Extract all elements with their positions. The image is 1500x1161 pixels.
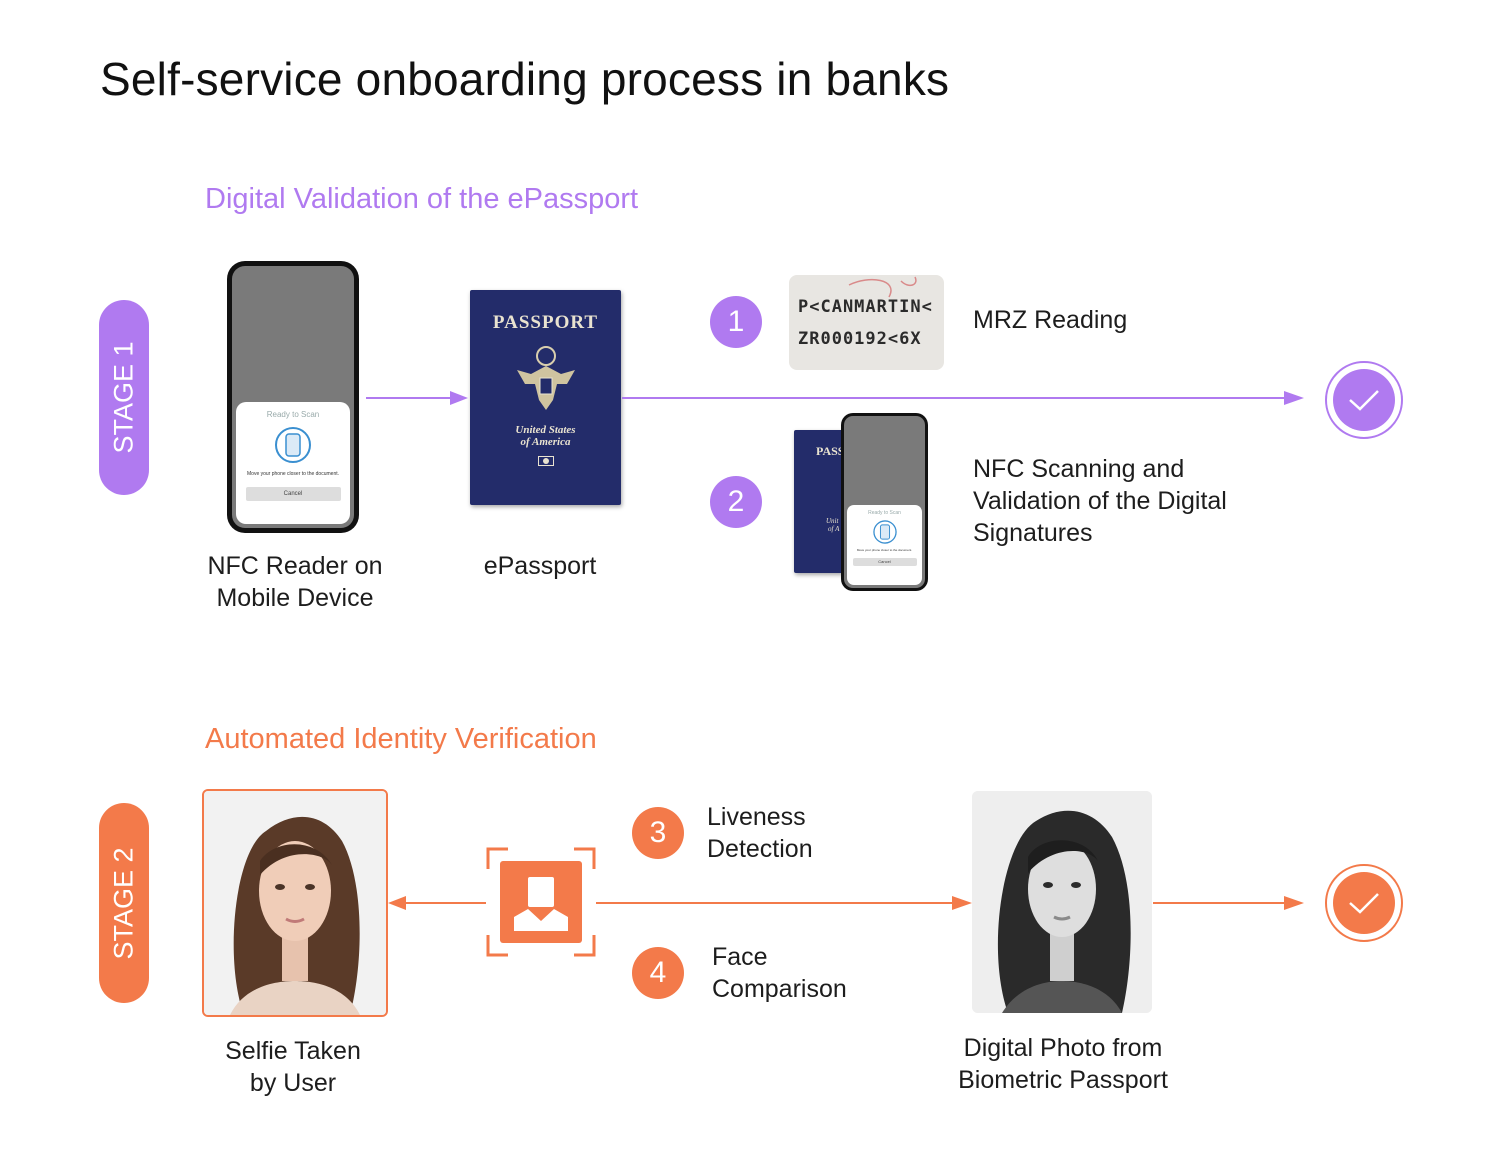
selfie-portrait — [204, 791, 386, 1015]
stage1-section-title: Digital Validation of the ePassport — [205, 183, 639, 215]
page-title: Self-service onboarding process in banks — [100, 53, 950, 105]
step1-label: MRZ Reading — [973, 306, 1128, 334]
arrow-to-stage2-result — [1153, 896, 1304, 910]
arrow-to-selfie — [388, 896, 486, 910]
phone-scan-icon — [275, 427, 311, 463]
selfie-photo — [202, 789, 388, 1017]
scan-sheet: Ready to Scan Move your phone closer to … — [236, 402, 350, 524]
mrz-line2: ZR000192<6X — [798, 329, 922, 349]
stage2-result — [1325, 864, 1403, 942]
eagle-seal-icon — [516, 346, 575, 410]
stage1-result-fill — [1333, 369, 1395, 431]
step2-scan-sheet: Ready to Scan Move your phone closer to … — [847, 505, 922, 585]
passport-photo-caption-line1: Digital Photo from — [963, 1034, 1163, 1062]
stage2-pill-label: STAGE 2 — [108, 846, 139, 960]
stage1-pill-label: STAGE 1 — [108, 341, 139, 454]
step2-label: NFC Scanning and Validation of the Digit… — [973, 453, 1227, 549]
nfc-reader-caption: NFC Reader on Mobile Device — [185, 550, 405, 614]
nfc-caption-line2: Mobile Device — [216, 584, 374, 612]
step3-label-line1: Liveness — [707, 803, 806, 831]
arrow-passport-to-result — [622, 391, 1304, 405]
step2-label-line1: NFC Scanning and — [973, 455, 1185, 483]
scan-cancel-button: Cancel — [245, 487, 341, 501]
mrz-image: P<CANMARTIN< ZR000192<6X — [789, 275, 944, 370]
step2-label-line2: Validation of the Digital — [973, 487, 1227, 515]
step2-scan-cancel: Cancel — [852, 558, 917, 566]
passport-photo-caption: Digital Photo from Biometric Passport — [932, 1032, 1194, 1096]
step3-label-line2: Detection — [707, 835, 813, 863]
arrow-to-passport-photo — [596, 896, 972, 910]
face-scan-icon — [486, 847, 596, 957]
biometric-chip-icon — [537, 456, 554, 466]
passport-cover-title: PASSPORT — [492, 312, 599, 333]
epassport-image: PASSPORT United States of America — [470, 290, 621, 505]
nfc-reader-phone: Ready to Scan Move your phone closer to … — [227, 261, 359, 533]
passport-portrait — [972, 791, 1152, 1013]
step4-label-line1: Face — [712, 943, 768, 971]
passport-photo — [972, 791, 1152, 1013]
phone-screen: Ready to Scan Move your phone closer to … — [232, 266, 354, 528]
step2-number: 2 — [710, 476, 762, 528]
mrz-line1: P<CANMARTIN< — [798, 297, 933, 317]
scan-message: Move your phone closer to the document. — [247, 471, 339, 477]
scan-title: Ready to Scan — [266, 410, 320, 419]
step2-label-line3: Signatures — [973, 519, 1093, 547]
stage1-result — [1325, 361, 1403, 439]
passport-cover-line2: of America — [520, 436, 571, 448]
step2-phone-scan-icon — [872, 520, 897, 544]
step2-scan-message: Move your phone closer to the document. — [856, 548, 913, 552]
mrz-stamp-scribble — [848, 276, 917, 298]
selfie-caption-line1: Selfie Taken — [225, 1037, 361, 1065]
passport-cover-line1: United States — [515, 424, 576, 436]
step3-label: Liveness Detection — [707, 801, 813, 865]
step2-phone-image: Ready to Scan Move your phone closer to … — [841, 413, 928, 591]
step4-label-line2: Comparison — [712, 975, 847, 1003]
stage1-pill: STAGE 1 — [99, 300, 149, 495]
step4-number: 4 — [632, 947, 684, 999]
stage2-pill: STAGE 2 — [99, 803, 149, 1003]
step4-label: Face Comparison — [712, 941, 847, 1005]
step2-scan-title: Ready to Scan — [868, 510, 901, 516]
selfie-caption-line2: by User — [249, 1069, 337, 1097]
epassport-caption: ePassport — [483, 552, 597, 580]
stage2-section-title: Automated Identity Verification — [205, 723, 597, 755]
step1-number: 1 — [710, 296, 762, 348]
step2-passport-line2: of A — [828, 525, 840, 533]
step3-number: 3 — [632, 807, 684, 859]
check-icon — [1349, 390, 1379, 411]
stage2-result-fill — [1333, 872, 1395, 934]
arrow-phone-to-passport — [366, 391, 468, 405]
nfc-caption-line1: NFC Reader on — [207, 552, 383, 580]
step2-passport-title: PASS — [816, 444, 845, 458]
selfie-caption: Selfie Taken by User — [183, 1035, 403, 1099]
step2-phone-screen: Ready to Scan Move your phone closer to … — [844, 416, 925, 588]
step2-passport-line1: Unit — [826, 517, 839, 525]
check-icon — [1349, 893, 1379, 914]
passport-photo-caption-line2: Biometric Passport — [958, 1066, 1168, 1094]
